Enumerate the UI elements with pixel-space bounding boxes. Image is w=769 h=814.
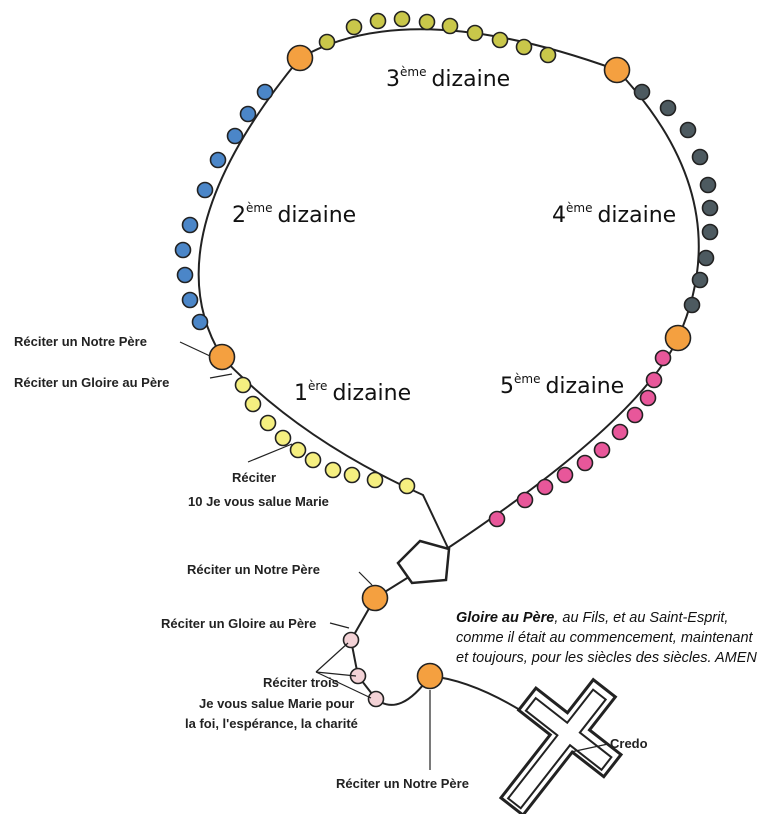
ave-bead-d4-9 [693,273,708,288]
ave-bead-d5-5 [613,425,628,440]
ave-bead-d2-1 [193,315,208,330]
pater-bead-1 [210,345,235,370]
ave-bead-d5-3 [641,391,656,406]
ave-bead-d4-8 [699,251,714,266]
label-trois-1: Réciter trois [263,675,339,690]
label-notre-pere-mid: Réciter un Notre Père [187,562,320,577]
ave-bead-d2-4 [176,243,191,258]
ave-bead-d1-9 [368,473,383,488]
pater-bead-stem [363,586,388,611]
label-trois-3: la foi, l'espérance, la charité [185,716,358,731]
ave-bead-d5-9 [538,480,553,495]
label-trois-2: Je vous salue Marie pour [199,696,354,711]
ave-bead-d1-5 [291,443,306,458]
ave-bead-d5-10 [518,493,533,508]
ave-bead-d1-4 [276,431,291,446]
label-reciter: Réciter [232,470,276,485]
ave-bead-d2-6 [198,183,213,198]
label-credo: Credo [610,736,648,751]
ave-bead-d3-1 [320,35,335,50]
ave-bead-d2-3 [178,268,193,283]
ave-bead-d3-8 [493,33,508,48]
ave-bead-d2-7 [211,153,226,168]
ave-bead-d5-8 [558,468,573,483]
ave-bead-d1-1 [236,378,251,393]
ave-bead-d3-6 [443,19,458,34]
ave-bead-d3-4 [395,12,410,27]
ave-bead-d2-2 [183,293,198,308]
ave-bead-d5-1 [656,351,671,366]
ave-bead-d5-6 [595,443,610,458]
ave-bead-d2-5 [183,218,198,233]
ave-bead-d1-10 [400,479,415,494]
ave-bead-d1-6 [306,453,321,468]
intro-ave-bead-3 [369,692,384,707]
ave-bead-d2-10 [258,85,273,100]
ave-bead-d5-4 [628,408,643,423]
prayer-title: Gloire au Père [456,610,554,626]
gloire-prayer-text: Gloire au Père, au Fils, et au Saint-Esp… [456,608,766,668]
ave-bead-d1-7 [326,463,341,478]
pater-bead-4 [666,326,691,351]
pater-bead-2 [288,46,313,71]
ave-bead-d4-6 [703,201,718,216]
ave-bead-d4-10 [685,298,700,313]
label-gloire-mid: Réciter un Gloire au Père [161,616,316,631]
center-medal [398,541,449,583]
ave-bead-d1-3 [261,416,276,431]
ave-bead-d1-2 [246,397,261,412]
ave-bead-d3-7 [468,26,483,41]
pater-bead-3 [605,58,630,83]
ave-bead-d3-5 [420,15,435,30]
ave-bead-d4-4 [693,150,708,165]
label-notre-pere-bottom: Réciter un Notre Père [336,776,469,791]
ave-bead-d4-2 [661,101,676,116]
ave-bead-d4-3 [681,123,696,138]
pater-bead-bottom [418,664,443,689]
ave-bead-d3-3 [371,14,386,29]
ave-bead-d2-9 [241,107,256,122]
ave-bead-d3-9 [517,40,532,55]
ave-bead-d4-5 [701,178,716,193]
ave-bead-d3-2 [347,20,362,35]
ave-bead-d3-10 [541,48,556,63]
label-gloire-top: Réciter un Gloire au Père [14,375,169,390]
ave-bead-d2-8 [228,129,243,144]
ave-bead-d1-8 [345,468,360,483]
ave-bead-d5-7 [578,456,593,471]
ave-bead-d5-2 [647,373,662,388]
crucifix [469,655,646,814]
ave-bead-d4-1 [635,85,650,100]
ave-bead-d4-7 [703,225,718,240]
ave-bead-d5-11 [490,512,505,527]
label-ten-ave: 10 Je vous salue Marie [188,494,329,509]
label-notre-pere-top: Réciter un Notre Père [14,334,147,349]
